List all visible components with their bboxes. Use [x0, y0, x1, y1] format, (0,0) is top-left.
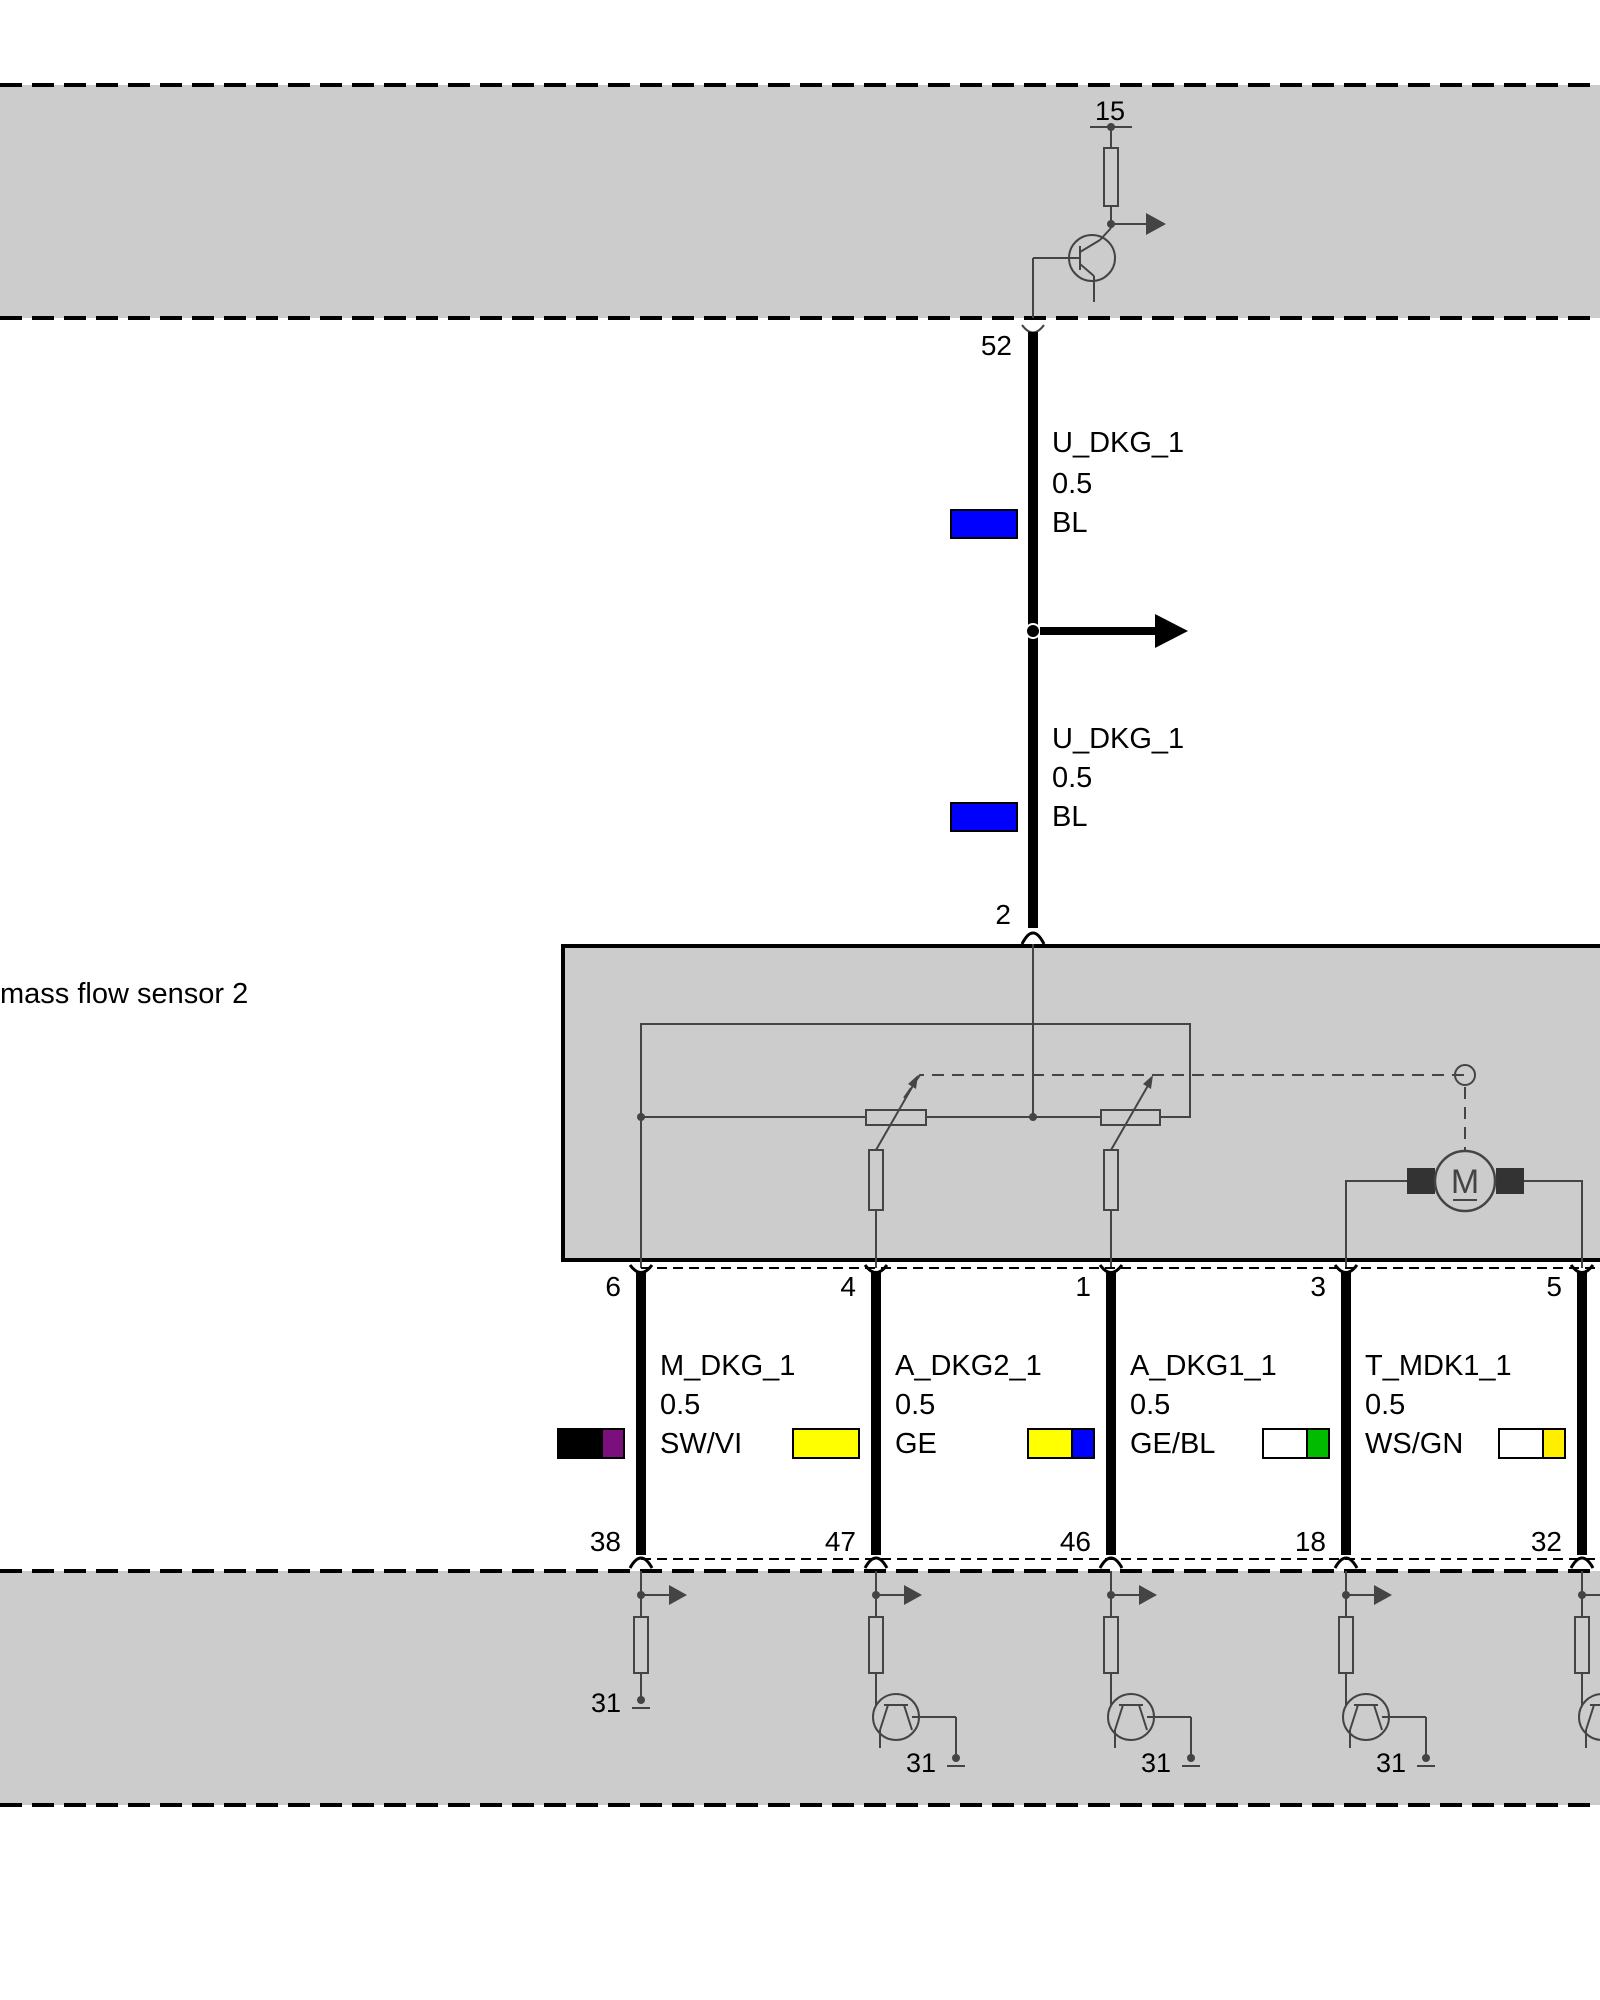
linkage-end-icon — [1454, 1064, 1476, 1086]
wire-name: A_DKG2_1 — [895, 1350, 1042, 1382]
motor-wire-right — [1524, 1180, 1583, 1268]
wire-column: 3 18 T_MDK1_1 0.5WS/GN — [1262, 1264, 1512, 1569]
upper-seg2-name: U_DKG_1 — [1052, 723, 1184, 755]
wire-color-swatch — [1498, 1428, 1566, 1459]
wire-color-swatch — [1262, 1428, 1330, 1459]
top-control-unit: 15 — [0, 83, 1600, 320]
pin-2-connector — [1020, 931, 1046, 945]
wire-name: M_DKG_1 — [660, 1350, 795, 1382]
upper-seg1-color-code: BL — [1052, 507, 1087, 539]
wire-column: 5 32 — [1498, 1264, 1595, 1569]
signal-arrow-icon — [1146, 213, 1166, 235]
wire-column: 4 47 A_DKG2_1 0.5GE — [792, 1264, 1042, 1569]
pin-top-label: 1 — [1075, 1271, 1091, 1302]
pin-bottom-connector — [1333, 1556, 1359, 1569]
pin-top-label: 6 — [605, 1271, 621, 1302]
wire-columns: 6 38 M_DKG_1 0.5SW/VI 4 47 A_DKG2_1 0.5GE 1 46 A_D… — [557, 1264, 1595, 1569]
pin-bottom-connector — [1569, 1556, 1595, 1569]
top-panel-fill — [0, 85, 1600, 318]
ground-terminal-label: 31 — [591, 1688, 621, 1718]
transistor-icon — [1342, 1673, 1435, 1767]
upper-seg2-color-code: BL — [1052, 801, 1087, 833]
upper-seg2-color-swatch — [950, 802, 1018, 832]
receiver-circuit: 31 — [1338, 1571, 1435, 1778]
signal-arrow-icon — [669, 1585, 687, 1605]
pin-bottom-label: 32 — [1531, 1526, 1562, 1557]
signal-arrow-icon — [1139, 1585, 1157, 1605]
transistor-icon — [1107, 1673, 1200, 1767]
bottom-control-unit — [0, 1569, 1600, 1807]
pin-52-label: 52 — [981, 330, 1012, 361]
wire-size: 0.5 — [1130, 1389, 1170, 1421]
ground-terminal-label: 31 — [906, 1748, 936, 1778]
wire-color-code: SW/VI — [660, 1428, 742, 1460]
pin-2-label: 2 — [995, 899, 1011, 930]
splice-node — [1025, 623, 1041, 639]
pin-bottom-label: 38 — [590, 1526, 621, 1557]
receiver-circuit: 31 — [1103, 1571, 1200, 1778]
upper-wire: 52 U_DKG_1 0.5 BL U_DKG_1 0.5 BL 2 — [950, 324, 1188, 945]
component-box — [561, 944, 1600, 1262]
pin-top-label: 3 — [1310, 1271, 1326, 1302]
wire-color-swatch — [792, 1428, 860, 1459]
pin-top-label: 4 — [840, 1271, 856, 1302]
potentiometer-2-icon — [1100, 1075, 1161, 1268]
bottom-panel-fill — [0, 1571, 1600, 1805]
wire-size: 0.5 — [1365, 1389, 1405, 1421]
signal-arrow-icon — [904, 1585, 922, 1605]
ground-terminal-label: 31 — [1141, 1748, 1171, 1778]
branch-arrow-icon — [1155, 614, 1188, 648]
wire-name: T_MDK1_1 — [1365, 1350, 1512, 1382]
pin-bottom-connector — [628, 1556, 654, 1569]
wire-color-code: GE/BL — [1130, 1428, 1215, 1460]
top-transistor-icon — [1032, 224, 1116, 318]
pin-bottom-connector — [863, 1556, 889, 1569]
receiver-circuit — [1574, 1571, 1600, 1748]
upper-seg2-size: 0.5 — [1052, 762, 1092, 794]
transistor-icon — [872, 1673, 965, 1767]
wire-color-code: GE — [895, 1428, 937, 1460]
mechanical-linkage-line — [903, 1074, 1465, 1099]
wire-name: A_DKG1_1 — [1130, 1350, 1277, 1382]
upper-seg1-size: 0.5 — [1052, 468, 1092, 500]
wire-column: 1 46 A_DKG1_1 0.5GE/BL — [1027, 1264, 1277, 1569]
mass-flow-sensor-component: mass flow sensor 2 — [0, 944, 1600, 1560]
motor-icon: M — [1407, 1149, 1524, 1213]
upper-seg1-name: U_DKG_1 — [1052, 427, 1184, 459]
bottom-circuits: 31 31 31 31 — [591, 1571, 1600, 1778]
wire-size: 0.5 — [660, 1389, 700, 1421]
pin-bottom-label: 46 — [1060, 1526, 1091, 1557]
internal-ground-loop — [640, 1023, 1191, 1268]
upper-seg1-color-swatch — [950, 509, 1018, 539]
component-label: mass flow sensor 2 — [0, 978, 248, 1010]
wire-column: 6 38 M_DKG_1 0.5SW/VI — [557, 1264, 795, 1569]
wire-color-swatch — [1027, 1428, 1095, 1459]
pin-top-label: 5 — [1546, 1271, 1562, 1302]
wire-color-swatch — [557, 1428, 625, 1459]
transistor-icon — [1578, 1673, 1600, 1748]
wire-color-code: WS/GN — [1365, 1428, 1463, 1460]
pin-52-connector — [1021, 324, 1045, 334]
ground-terminal-label: 31 — [1376, 1748, 1406, 1778]
potentiometer-1-icon — [865, 1075, 927, 1268]
pin-bottom-label: 18 — [1295, 1526, 1326, 1557]
pin-bottom-label: 47 — [825, 1526, 856, 1557]
motor-wire-left — [1345, 1180, 1407, 1268]
receiver-circuit: 31 — [868, 1571, 965, 1778]
wire-size: 0.5 — [895, 1389, 935, 1421]
pin-bottom-connector — [1098, 1556, 1124, 1569]
signal-arrow-icon — [1374, 1585, 1392, 1605]
terminal-15-label: 15 — [1095, 96, 1125, 126]
receiver-circuit: 31 — [591, 1571, 687, 1718]
motor-symbol: M — [1451, 1163, 1479, 1201]
